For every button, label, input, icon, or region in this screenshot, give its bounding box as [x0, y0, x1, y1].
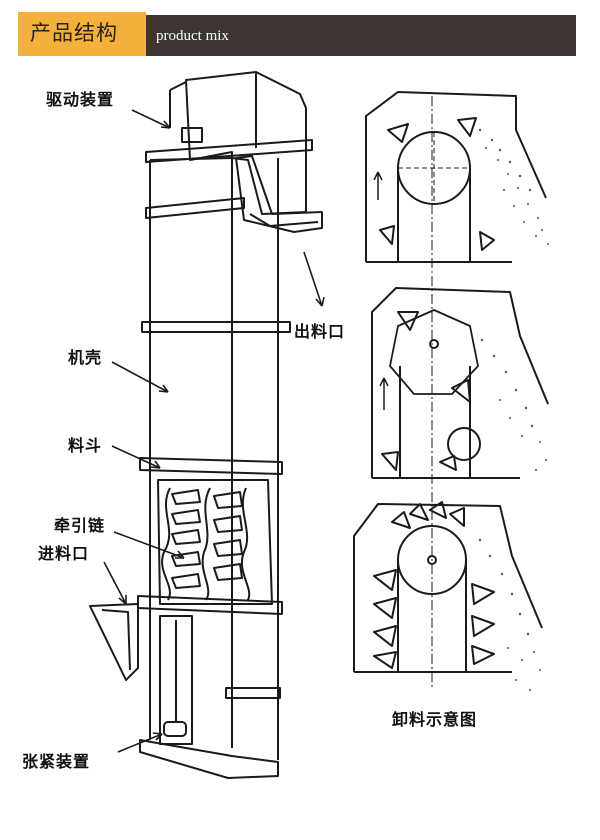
label-casing: 机壳 [68, 348, 103, 367]
discharge-panel-1 [365, 91, 549, 263]
label-arrows [103, 109, 325, 753]
inlet-hopper [89, 603, 139, 681]
discharge-panel-2 [371, 287, 549, 479]
flange [139, 457, 283, 475]
discharge-panel-3 [353, 501, 543, 691]
header-subtitle: product mix [156, 28, 229, 44]
elevator-head [185, 71, 307, 215]
header-badge [18, 12, 146, 56]
label-bucket: 料斗 [68, 436, 103, 455]
flange [145, 197, 245, 219]
label-outlet: 出料口 [294, 322, 346, 341]
material-spray [478, 538, 541, 691]
elevator-casing [149, 158, 279, 760]
label-discharge: 卸料示意图 [392, 710, 478, 729]
inspection-window [157, 479, 273, 605]
flange [145, 139, 313, 163]
label-drive: 驱动装置 [46, 90, 115, 109]
buckets-descending [373, 569, 495, 669]
flange [141, 321, 291, 333]
elevator-drawing [89, 71, 323, 779]
elevator-base [139, 739, 279, 779]
drive-unit [181, 127, 203, 143]
label-inlet: 进料口 [38, 544, 90, 563]
tension-device [159, 615, 193, 745]
header-title: 产品结构 [30, 21, 118, 45]
material-spray [480, 338, 547, 471]
label-chain: 牵引链 [54, 516, 106, 535]
label-tension: 张紧装置 [22, 752, 91, 771]
material-spray [478, 128, 549, 245]
buckets-window [171, 489, 243, 589]
flange [225, 687, 281, 699]
outlet-chute [235, 155, 323, 233]
